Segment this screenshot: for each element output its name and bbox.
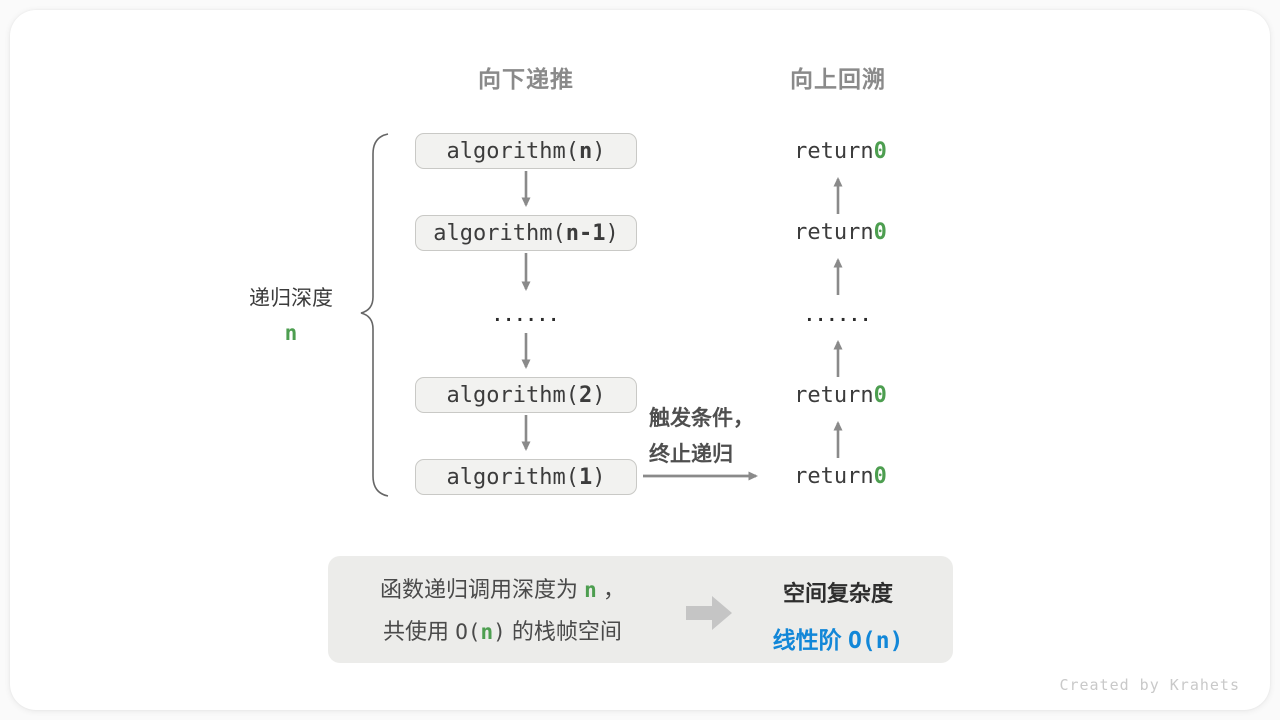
ellipsis-right: ...... [804, 306, 872, 326]
return-keyword: return [794, 463, 874, 489]
complexity-result: 线性阶 O(n) [772, 627, 904, 654]
summary-var: n [584, 578, 597, 602]
summary-conclusion: 空间复杂度 线性阶 O(n) [738, 576, 938, 655]
recursion-depth-label: 递归深度 n [226, 282, 356, 345]
call-close: ) [605, 220, 619, 246]
credit-text: Created by Krahets [1059, 676, 1240, 694]
depth-value: n [284, 321, 298, 345]
return-value: 0 [873, 138, 887, 164]
summary-var: n [480, 620, 494, 644]
call-fn: algorithm( [446, 464, 579, 490]
summary-line2: 共使用 O(n) 的栈帧空间 [383, 619, 622, 644]
depth-label-text: 递归深度 [249, 287, 333, 310]
trigger-note: 触发条件， 终止递归 [649, 401, 759, 473]
return-keyword: return [794, 382, 874, 408]
ellipsis-left: ...... [492, 306, 560, 326]
call-box-n-1: algorithm(n-1) [415, 215, 637, 251]
return-value: 0 [873, 219, 887, 245]
return-keyword: return [794, 138, 874, 164]
column-header-backtrack: 向上回溯 [790, 66, 886, 92]
call-close: ) [592, 382, 606, 408]
return-value: 0 [873, 382, 887, 408]
call-box-2: algorithm(2) [415, 377, 637, 413]
call-arg: n [578, 138, 593, 164]
summary-box [328, 556, 953, 663]
return-keyword: return [794, 219, 874, 245]
return-label: return 0 [768, 381, 913, 409]
call-box-n: algorithm(n) [415, 133, 637, 169]
call-fn: algorithm( [446, 138, 579, 164]
call-arg: n-1 [565, 220, 606, 246]
return-value: 0 [873, 463, 887, 489]
call-fn: algorithm( [446, 382, 579, 408]
return-label: return 0 [768, 462, 913, 490]
complexity-title: 空间复杂度 [782, 581, 893, 606]
call-box-1: algorithm(1) [415, 459, 637, 495]
call-close: ) [592, 138, 606, 164]
call-close: ) [592, 464, 606, 490]
return-label: return 0 [768, 218, 913, 246]
trigger-line1: 触发条件， [649, 407, 754, 430]
call-fn: algorithm( [433, 220, 566, 246]
summary-line1: 函数递归调用深度为 n ， [380, 577, 625, 602]
trigger-line2: 终止递归 [649, 443, 733, 466]
block-arrow-right-icon [686, 596, 732, 630]
column-header-descend: 向下递推 [478, 66, 574, 92]
return-label: return 0 [768, 137, 913, 165]
summary-statement: 函数递归调用深度为 n ， 共使用 O(n) 的栈帧空间 [340, 569, 665, 653]
call-arg: 1 [578, 464, 593, 490]
call-arg: 2 [578, 382, 593, 408]
